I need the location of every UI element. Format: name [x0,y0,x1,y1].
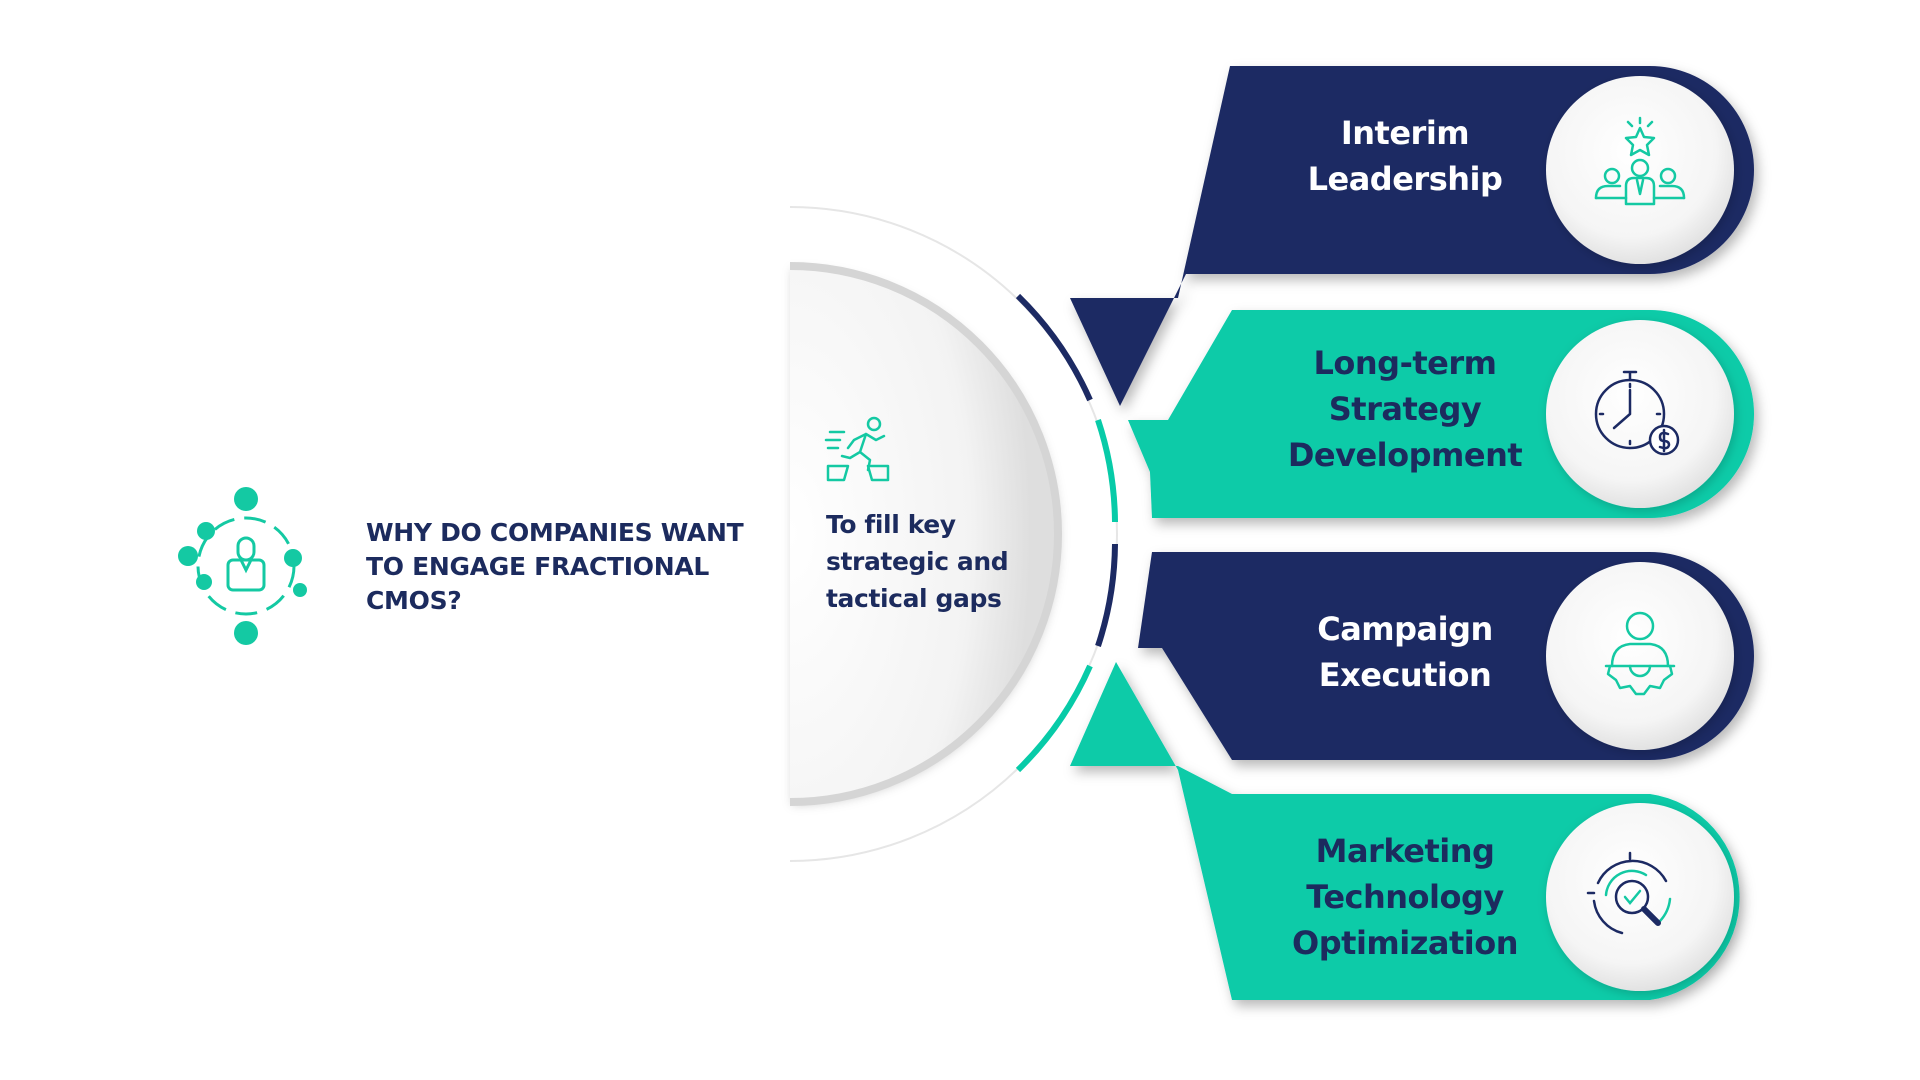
item-1-line-1: Interim [1340,114,1470,152]
item-4-line-2: Technology [1306,878,1504,916]
team-leader-star-icon [1594,116,1686,206]
center-half-disc [789,206,1118,862]
item-2-line-3: Development [1287,436,1523,474]
running-jump-icon [824,416,890,482]
question-line-1: WHY DO COMPANIES WANT [366,518,744,547]
item-3-line-2: Execution [1318,656,1492,694]
item-label-marketing-technology: Marketing Technology Optimization [1255,828,1555,966]
target-magnifier-icon [1586,851,1672,935]
item-3-line-1: Campaign [1317,610,1493,648]
item-circle-4 [1546,803,1734,991]
question-line-2: TO ENGAGE FRACTIONAL [366,552,710,581]
person-gear-icon [1604,611,1676,696]
item-1-line-2: Leadership [1307,160,1503,198]
item-circle-2 [1546,320,1734,508]
item-label-interim-leadership: Interim Leadership [1255,110,1555,202]
center-line-3: tactical gaps [826,584,1002,613]
stopwatch-dollar-icon [1594,370,1680,456]
item-2-line-2: Strategy [1328,390,1482,428]
center-line-2: strategic and [826,547,1009,576]
item-4-line-1: Marketing [1315,832,1495,870]
center-statement: To fill key strategic and tactical gaps [826,506,1056,617]
question-line-3: CMOS? [366,586,462,615]
item-label-long-term-strategy: Long-term Strategy Development [1255,340,1555,478]
item-2-line-1: Long-term [1313,344,1497,382]
item-circle-3 [1546,562,1734,750]
ring-arcs [1015,293,1118,773]
item-4-line-3: Optimization [1292,924,1518,962]
network-person-icon [178,487,307,645]
item-label-campaign-execution: Campaign Execution [1255,606,1555,698]
center-line-1: To fill key [826,510,956,539]
item-circle-1 [1546,76,1734,264]
question-heading: WHY DO COMPANIES WANT TO ENGAGE FRACTION… [366,516,766,618]
